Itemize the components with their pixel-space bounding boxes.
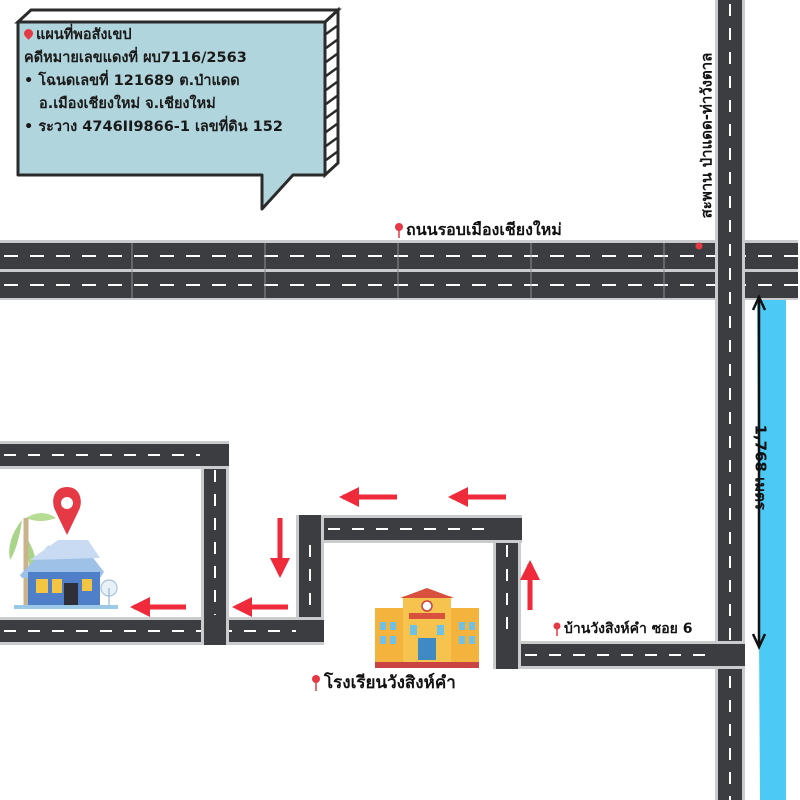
school-label: โรงเรียนวังสิงห์คำ [324, 673, 456, 693]
ring-road-label: ถนนรอบเมืองเชียงใหม่ [406, 220, 562, 239]
info-text: แผนที่พอสังเขป คดีหมายเลขแดงที่ ผบ7116/2… [22, 24, 283, 139]
deed-location: อ.เมืองเชียงใหม่ จ.เชียงใหม่ [39, 96, 216, 112]
soi-6-road [493, 641, 745, 669]
ring-road [0, 240, 798, 300]
house-destination-icon [9, 487, 118, 609]
distance-label: 1,768 เมตร [751, 424, 770, 510]
distance-marker [751, 294, 767, 650]
road-segment [201, 441, 229, 645]
map-title: แผนที่พอสังเขป [22, 24, 283, 47]
deed-number: • โฉนดเลขที่ 121689 ต.ป่าแดด [24, 73, 240, 89]
location-pin-icon [312, 675, 320, 691]
road-segment [0, 441, 229, 469]
pin-icon [22, 27, 35, 40]
location-pin-icon [395, 223, 403, 238]
river [757, 292, 786, 800]
school-building-icon [375, 588, 479, 668]
house-road [0, 617, 324, 645]
location-pin-icon [695, 242, 703, 250]
location-pin-icon [553, 622, 561, 636]
bridge-road [715, 0, 745, 800]
soi-label: บ้านวังสิงห์คำ ซอย 6 [564, 621, 693, 637]
map-sheet: • ระวาง 4746II9866-1 เลขที่ดิน 152 [24, 119, 283, 135]
road-segment [296, 515, 522, 543]
case-number: คดีหมายเลขแดงที่ ผบ7116/2563 [24, 50, 247, 66]
bridge-label: สะพาน ป่าแดด-ท่าวังตาล [697, 52, 716, 219]
route-arrows [130, 487, 540, 617]
info-bubble [14, 6, 342, 211]
